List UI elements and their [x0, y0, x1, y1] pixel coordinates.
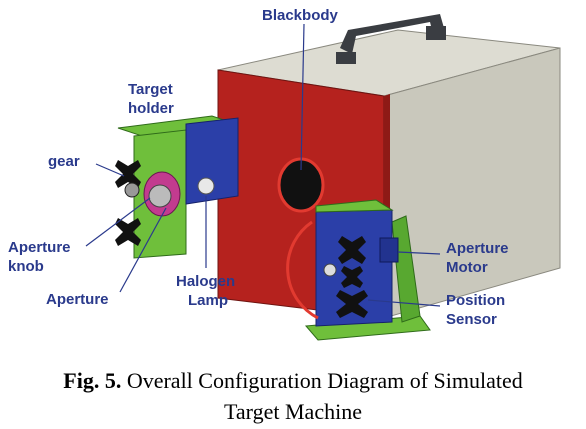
label-target-holder-2: holder	[128, 100, 174, 117]
label-halogen-2: Lamp	[188, 292, 228, 309]
handle	[336, 14, 446, 64]
target-holder-assembly	[115, 115, 239, 259]
caption-fig-label: Fig. 5.	[63, 368, 122, 393]
label-aperture: Aperture	[46, 291, 109, 308]
leader-blackbody	[300, 23, 305, 171]
aperture-motor-assembly	[286, 199, 431, 341]
sensor-gear-icon	[336, 290, 368, 318]
holder-top-gear-icon	[115, 160, 141, 188]
aperture-motor-icon	[379, 237, 399, 263]
sensor-red-arc	[286, 220, 319, 320]
label-blackbody: Blackbody	[262, 7, 339, 24]
figure-caption: Fig. 5. Overall Configuration Diagram of…	[0, 365, 586, 427]
leader-lines	[85, 23, 441, 307]
label-gear: gear	[48, 153, 80, 170]
leader-motor	[397, 251, 441, 255]
halogen-lamp-icon	[197, 177, 215, 195]
leader-aperture	[119, 207, 167, 293]
diagram-labels: Blackbody Target holder gear Aperture kn…	[8, 7, 509, 328]
label-aperture-motor-2: Motor	[446, 259, 488, 276]
motor-side-bracket	[391, 215, 421, 323]
caption-line-1: Fig. 5. Overall Configuration Diagram of…	[0, 365, 586, 396]
motor-screw-icon	[323, 263, 337, 277]
motor-gear-icon	[338, 236, 366, 264]
label-aperture-knob-1: Aperture	[8, 239, 71, 256]
leader-aperture-knob	[85, 197, 151, 247]
label-position-sensor-1: Position	[446, 292, 505, 309]
leader-sensor	[367, 299, 441, 307]
leader-gear	[95, 163, 125, 177]
motor-middle-gear-icon	[341, 266, 363, 288]
label-aperture-knob-2: knob	[8, 258, 44, 275]
caption-line-2: Target Machine	[224, 399, 362, 424]
label-halogen-1: Halogen	[176, 273, 235, 290]
label-position-sensor-2: Sensor	[446, 311, 497, 328]
caption-line1-text: Overall Configuration Diagram of Simulat…	[126, 368, 523, 393]
label-target-holder-1: Target	[128, 81, 173, 98]
holder-bottom-gear-icon	[115, 218, 141, 246]
gear-hub-icon	[124, 182, 140, 198]
label-aperture-motor-1: Aperture	[446, 240, 509, 257]
motor-top-plate	[315, 199, 394, 213]
aperture-knob-icon	[148, 184, 172, 208]
